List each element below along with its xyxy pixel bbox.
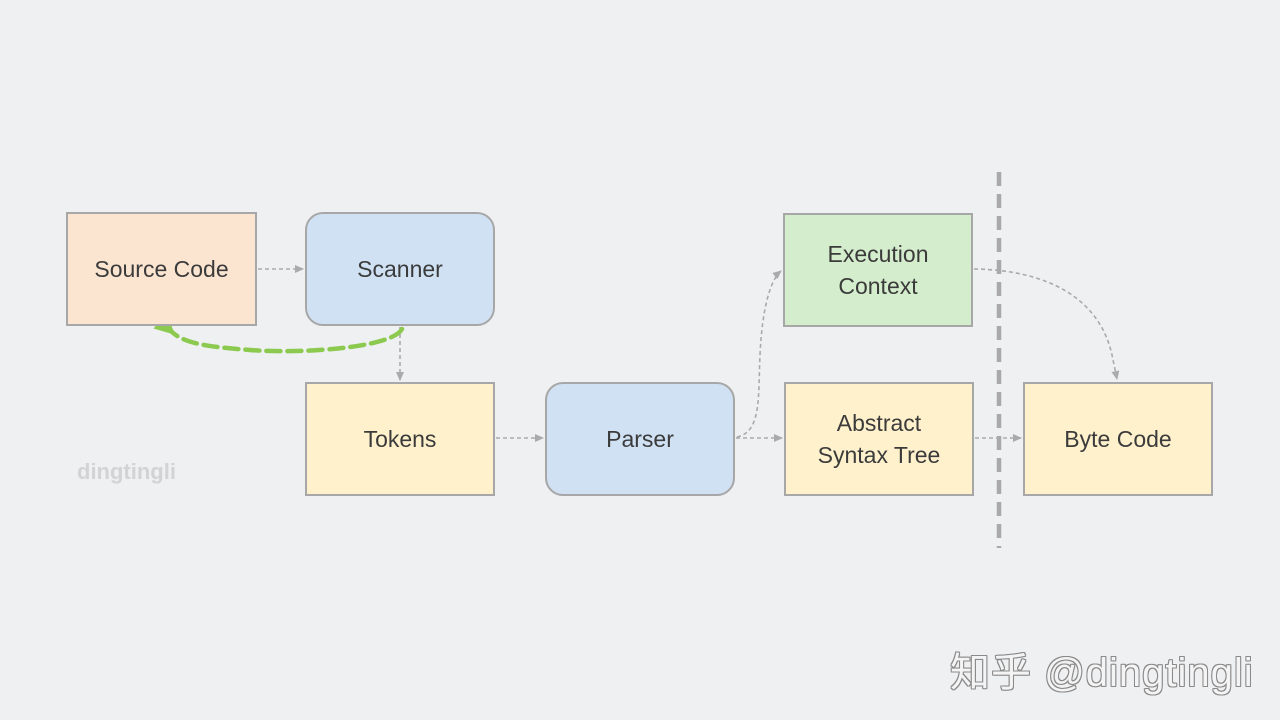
arrow-scanner-feedback-to-source <box>153 313 405 354</box>
node-tokens: Tokens <box>305 382 495 496</box>
node-source-code: Source Code <box>66 212 257 326</box>
node-execution-context: Execution Context <box>783 213 973 327</box>
node-byte-code-label: Byte Code <box>1064 426 1172 452</box>
node-parser-label: Parser <box>606 426 674 452</box>
node-tokens-label: Tokens <box>363 426 437 452</box>
arrow-parser-to-execution-context <box>736 270 782 438</box>
watermark-zhihu: 知乎 @dingtingli <box>950 651 1254 695</box>
node-scanner-label: Scanner <box>357 256 443 282</box>
node-parser: Parser <box>545 382 735 496</box>
arrow-execution-context-to-bytecode <box>973 268 1120 380</box>
node-abstract-syntax-tree-label: Abstract Syntax Tree <box>817 410 941 468</box>
node-scanner: Scanner <box>305 212 495 326</box>
node-source-code-label: Source Code <box>94 256 229 282</box>
node-execution-context-label: Execution Context <box>827 241 929 299</box>
node-abstract-syntax-tree: Abstract Syntax Tree <box>784 382 974 496</box>
node-byte-code: Byte Code <box>1023 382 1213 496</box>
watermark-author: dingtingli <box>77 459 176 484</box>
